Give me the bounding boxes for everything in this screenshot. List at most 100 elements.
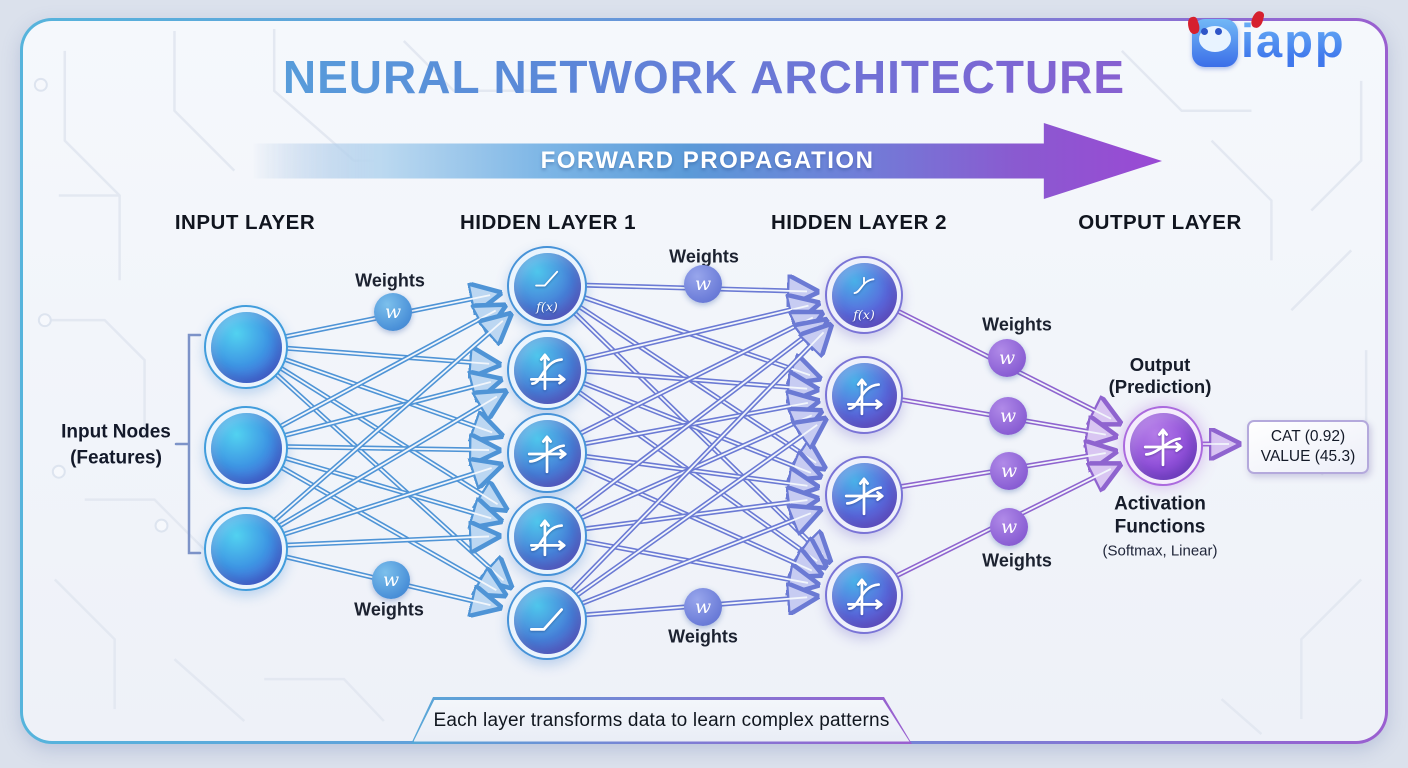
sigmoid-icon bbox=[1140, 423, 1186, 469]
relu-icon bbox=[529, 263, 565, 295]
connection-line-core bbox=[584, 402, 809, 445]
connection-line-core bbox=[284, 381, 492, 437]
activation-functions-label: Activation Functions (Softmax, Linear) bbox=[1102, 494, 1217, 561]
weights-label: Weights bbox=[982, 550, 1052, 571]
hidden1-node-2-sphere bbox=[513, 336, 581, 404]
weight-badge: w bbox=[374, 293, 412, 331]
weight-badge: w bbox=[988, 339, 1026, 377]
connection-line-core bbox=[577, 390, 818, 562]
sigmoid-icon bbox=[524, 347, 570, 393]
hidden1-node-1-sphere: f(x) bbox=[513, 252, 581, 320]
hidden1-node-4 bbox=[507, 496, 587, 576]
input-nodes-annotation: Input Nodes (Features) bbox=[61, 419, 171, 470]
connection-line-core bbox=[283, 467, 492, 536]
connection-line-core bbox=[583, 304, 809, 360]
hidden2-node-1-sphere: f(x) bbox=[831, 262, 897, 328]
sigmoid-icon bbox=[524, 430, 570, 476]
input-bracket bbox=[174, 333, 202, 555]
activation-line2: Functions bbox=[1114, 516, 1206, 538]
input-annotation-line2: (Features) bbox=[70, 447, 162, 468]
hidden1-node-3-sphere bbox=[513, 419, 581, 487]
connection-line-core bbox=[280, 309, 497, 427]
connection-line-core bbox=[581, 466, 813, 572]
weight-badge: w bbox=[989, 397, 1027, 435]
result-line1: CAT (0.92) bbox=[1270, 428, 1346, 445]
hidden-layer-2-label: HIDDEN LAYER 2 bbox=[771, 211, 947, 234]
weight-badge: w bbox=[990, 508, 1028, 546]
activation-line1: Activation bbox=[1114, 493, 1206, 515]
output-node bbox=[1123, 406, 1203, 486]
result-line2: VALUE (45.3) bbox=[1260, 448, 1356, 466]
forward-propagation-label: FORWARD PROPAGATION bbox=[540, 147, 875, 174]
connection-line-core bbox=[581, 512, 812, 605]
connection-line-core bbox=[572, 331, 825, 590]
fx-label: f(x) bbox=[536, 298, 558, 314]
hidden1-node-2 bbox=[507, 330, 587, 410]
connection-line-core bbox=[279, 366, 499, 505]
connection-line-core bbox=[581, 414, 813, 519]
output-label-line2: (Prediction) bbox=[1108, 376, 1212, 397]
relu-icon bbox=[524, 597, 570, 643]
hidden2-node-3 bbox=[825, 456, 903, 534]
hidden1-node-1: f(x) bbox=[507, 246, 587, 326]
page-title: NEURAL NETWORK ARCHITECTURE bbox=[0, 50, 1408, 104]
sigmoid-icon bbox=[846, 272, 882, 304]
connection-line-core bbox=[279, 395, 498, 527]
sigmoid-icon bbox=[841, 372, 887, 418]
output-node-sphere bbox=[1129, 412, 1197, 480]
connection-line-core bbox=[577, 424, 818, 596]
footer-banner-inner: Each layer transforms data to learn comp… bbox=[414, 700, 910, 742]
connection-line-core bbox=[580, 316, 814, 434]
input-node-1 bbox=[204, 305, 288, 389]
activation-sub: (Softmax, Linear) bbox=[1102, 542, 1218, 560]
sigmoid-icon bbox=[841, 572, 887, 618]
hidden2-node-4 bbox=[825, 556, 903, 634]
weight-badge: w bbox=[684, 588, 722, 626]
input-annotation-line1: Input Nodes bbox=[61, 421, 171, 443]
weights-label: Weights bbox=[668, 626, 738, 647]
weight-badge: w bbox=[990, 452, 1028, 490]
weights-label: Weights bbox=[354, 599, 424, 620]
hidden1-node-3 bbox=[507, 413, 587, 493]
footer-banner: Each layer transforms data to learn comp… bbox=[411, 697, 912, 744]
connection-line-core bbox=[284, 456, 492, 520]
connection-line-core bbox=[285, 535, 490, 547]
connection-line-core bbox=[275, 320, 504, 521]
weight-badge: w bbox=[372, 561, 410, 599]
connection-line-core bbox=[576, 325, 819, 511]
robot-eye bbox=[1215, 28, 1222, 35]
hidden1-node-4-sphere bbox=[513, 502, 581, 570]
prediction-result-box: CAT (0.92) VALUE (45.3) bbox=[1247, 420, 1369, 475]
weights-label: Weights bbox=[355, 270, 425, 291]
hidden-layer-1-label: HIDDEN LAYER 1 bbox=[460, 211, 636, 234]
connection-line-core bbox=[280, 466, 497, 591]
weight-badge: w bbox=[684, 265, 722, 303]
footer-text: Each layer transforms data to learn comp… bbox=[433, 709, 890, 731]
robot-face-icon bbox=[1185, 15, 1238, 67]
input-layer-label: INPUT LAYER bbox=[174, 211, 316, 234]
weights-label: Weights bbox=[982, 314, 1052, 335]
connection-line-core bbox=[285, 445, 490, 451]
hidden2-node-3-sphere bbox=[831, 462, 897, 528]
connection-line-core bbox=[584, 455, 808, 487]
circuit-pattern bbox=[33, 28, 1368, 735]
connection-line-core bbox=[584, 540, 809, 584]
input-node-2-sphere bbox=[210, 412, 282, 484]
input-node-2 bbox=[204, 406, 288, 490]
aiapp-logo: iapp bbox=[1185, 9, 1346, 70]
sigmoid-icon bbox=[524, 513, 570, 559]
weights-label: Weights bbox=[669, 246, 739, 267]
hidden2-node-2 bbox=[825, 356, 903, 434]
output-prediction-label: Output (Prediction) bbox=[1109, 354, 1212, 398]
hidden1-node-5 bbox=[507, 580, 587, 660]
hidden1-node-5-sphere bbox=[513, 586, 581, 654]
output-layer-label: OUTPUT LAYER bbox=[1078, 211, 1242, 234]
sigmoid-icon bbox=[841, 472, 887, 518]
input-node-3-sphere bbox=[210, 513, 282, 585]
input-node-1-sphere bbox=[210, 311, 282, 383]
hidden2-node-4-sphere bbox=[831, 562, 897, 628]
connection-line-core bbox=[577, 305, 817, 464]
hidden2-node-1: f(x) bbox=[825, 256, 903, 334]
robot-eye bbox=[1201, 28, 1208, 35]
